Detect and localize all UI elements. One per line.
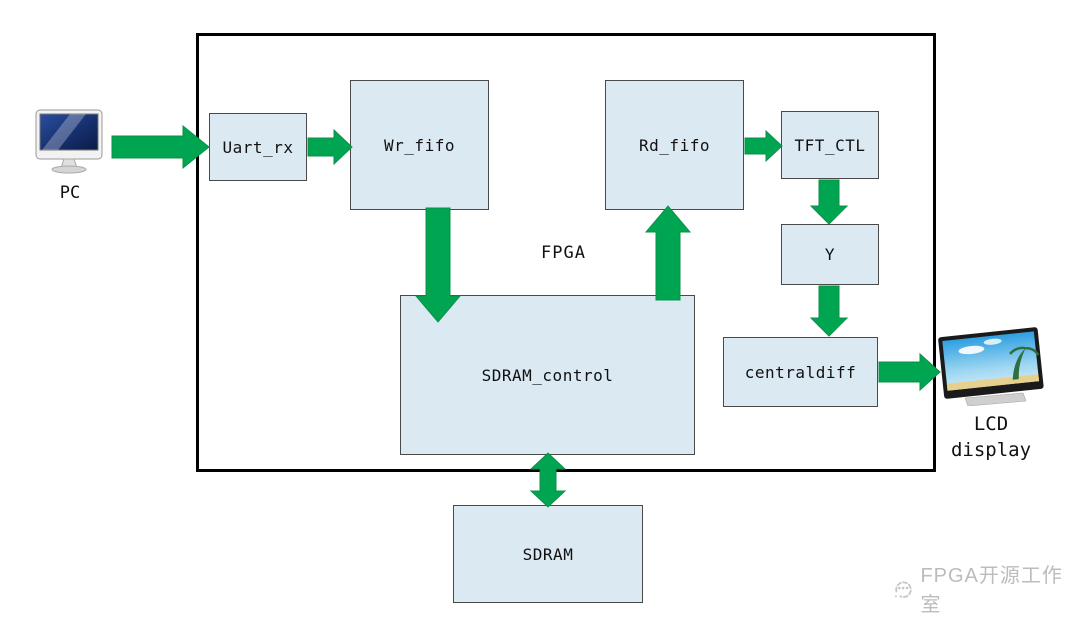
lcd-label-line2: display: [950, 438, 1032, 461]
watermark-logo-icon: [894, 581, 912, 598]
fpga-label: FPGA: [541, 243, 586, 263]
block-centraldiff: centraldiff: [723, 337, 878, 407]
pc-node: PC: [34, 108, 106, 203]
block-sdram-control: SDRAM_control: [400, 295, 695, 455]
block-tft-ctl-label: TFT_CTL: [794, 135, 866, 155]
block-rd-fifo-label: Rd_fifo: [639, 135, 710, 155]
block-rd-fifo: Rd_fifo: [605, 80, 744, 210]
block-wr-fifo-label: Wr_fifo: [384, 135, 455, 155]
lcd-node: LCD display: [930, 324, 1052, 463]
block-wr-fifo: Wr_fifo: [350, 80, 489, 210]
block-centraldiff-label: centraldiff: [744, 362, 857, 382]
block-sdram-label: SDRAM: [522, 544, 574, 564]
watermark: FPGA开源工作室: [891, 559, 1080, 617]
block-uart-rx: Uart_rx: [209, 113, 307, 181]
block-tft-ctl: TFT_CTL: [781, 111, 879, 179]
lcd-display-icon: [938, 327, 1044, 407]
block-sdram-control-label: SDRAM_control: [481, 365, 614, 385]
block-uart-rx-label: Uart_rx: [222, 137, 294, 157]
pc-label: PC: [59, 183, 81, 203]
lcd-label: LCD display: [930, 412, 1052, 463]
watermark-text: FPGA开源工作室: [920, 565, 1063, 616]
arrow-pc-to-uart: [111, 124, 210, 170]
lcd-label-line1: LCD: [973, 413, 1009, 435]
block-y: Y: [781, 224, 879, 285]
block-sdram: SDRAM: [453, 505, 643, 603]
block-y-label: Y: [824, 245, 836, 264]
pc-monitor-icon: [35, 109, 103, 174]
